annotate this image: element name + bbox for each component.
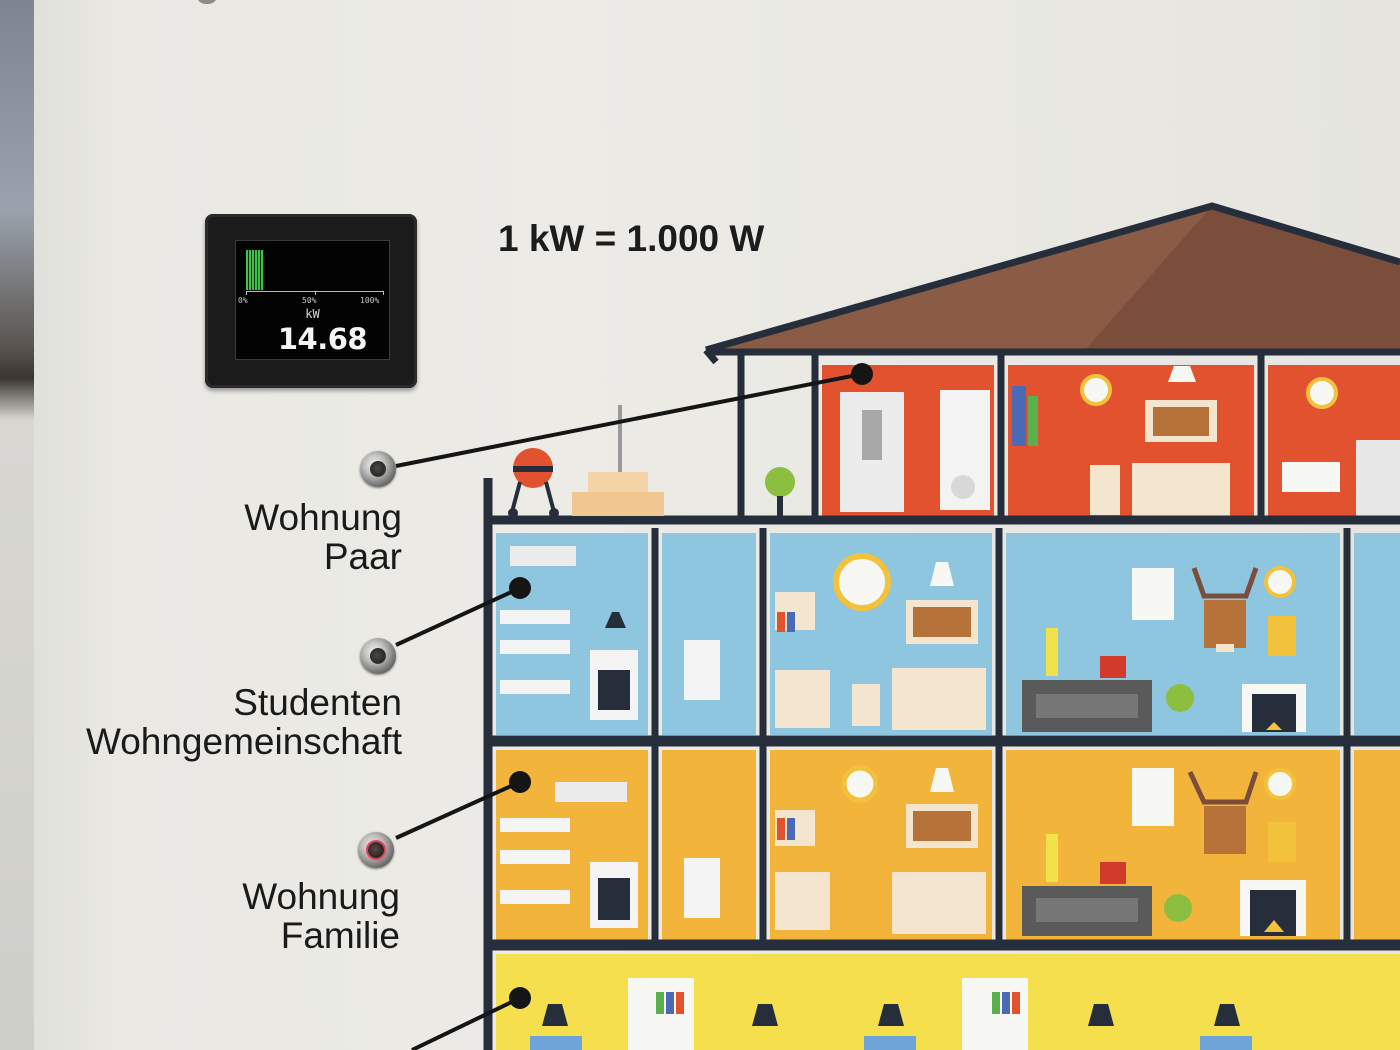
label-studenten-wg: Studenten Wohngemeinschaft [40,683,402,761]
label-line1: Studenten [233,682,402,723]
label-line2: Wohngemeinschaft [85,721,402,762]
conversion-text: 1 kW = 1.000 W [498,218,765,259]
scale-label-0: 0% [238,296,248,305]
scale-label-100: 100% [360,296,380,305]
button-wohnung-familie[interactable] [358,832,394,868]
connector-line [395,372,863,468]
label-line1: Wohnung [242,876,400,917]
load-bar [246,250,264,290]
power-display: 0% 50% 100% kW 14.68 [205,214,417,388]
button-wohnung-paar[interactable] [360,451,396,487]
connector-dot [851,363,873,385]
scale-tick [383,291,384,295]
label-line2: Paar [323,536,402,577]
scale-tick [246,291,247,295]
scale-label-50: 50% [302,296,317,305]
label-wohnung-paar: Wohnung Paar [150,498,402,576]
label-wohnung-familie: Wohnung Familie [150,877,400,955]
label-line1: Wohnung [244,497,402,538]
unit-label: kW [305,307,320,321]
label-line2: Familie [280,915,400,956]
power-value: 14.68 [277,322,368,356]
display-screen: 0% 50% 100% kW 14.68 [235,240,390,360]
wall-screw [196,0,218,4]
window-edge [0,0,34,1050]
scale-tick [315,291,316,295]
button-studenten-wg[interactable] [360,638,396,674]
